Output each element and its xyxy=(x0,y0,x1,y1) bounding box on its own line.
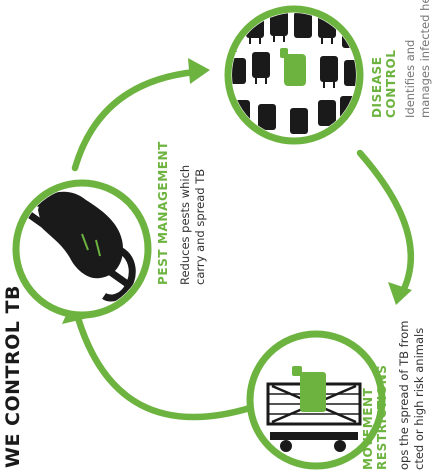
arrow-pest-to-disease xyxy=(75,72,195,168)
pest-management-description: Reduces pests which carry and spread TB xyxy=(178,165,208,285)
possum-on-branch-icon xyxy=(16,183,150,315)
diagram-title: WE CONTROL TB xyxy=(2,285,24,468)
movement-restrictions-description: ops the spread of TB from cted or high r… xyxy=(397,321,427,470)
cattle-herd-icon xyxy=(222,9,362,141)
pest-management-heading: PEST MANAGEMENT xyxy=(156,141,170,285)
arrowhead-disease xyxy=(188,58,210,84)
arrow-disease-to-movement xyxy=(360,153,411,293)
arrow-movement-to-pest xyxy=(78,318,250,417)
disease-control-heading: DISEASE CONTROL xyxy=(370,49,398,118)
movement-restrictions-heading: MOVEMENT RESTRICTIONS xyxy=(361,364,389,470)
disease-control-description: Identifies and manages infected herds xyxy=(403,0,433,118)
